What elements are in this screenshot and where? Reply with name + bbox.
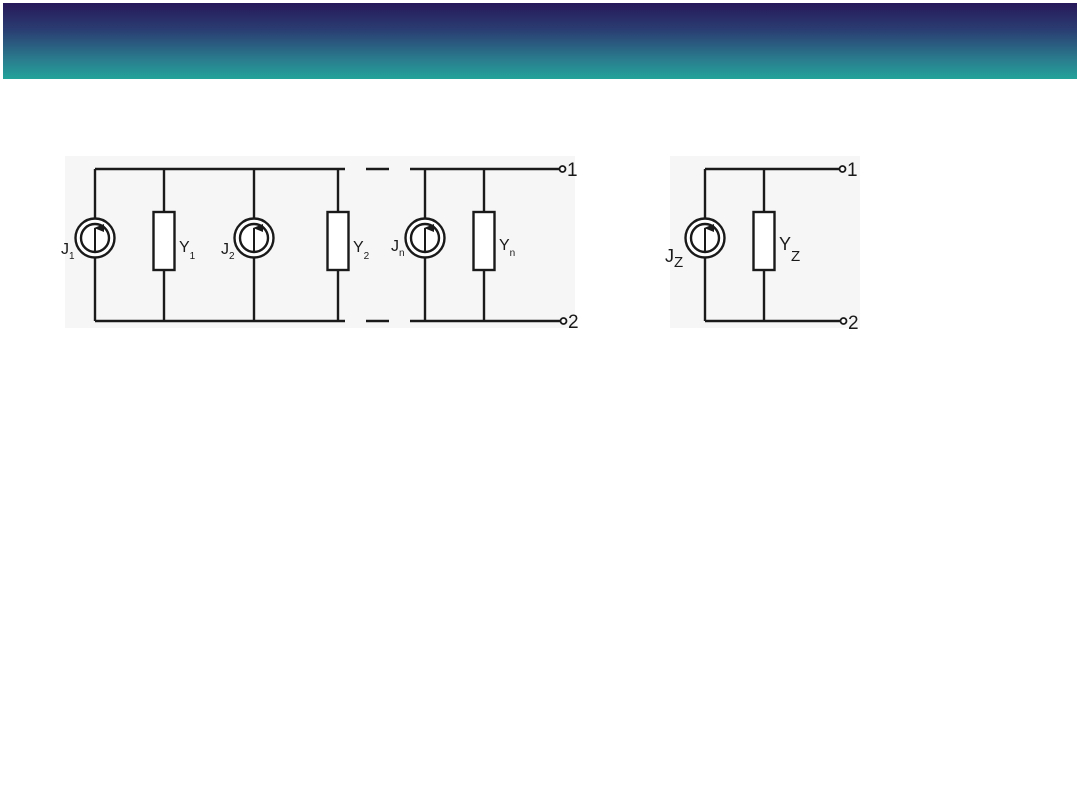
terminal-label-1: 1 xyxy=(847,160,858,181)
terminal-node xyxy=(558,165,567,173)
admittance-label-y2: Y2 xyxy=(353,239,370,262)
terminal-label-2: 2 xyxy=(848,313,859,334)
current-source-jn xyxy=(404,169,446,321)
admittance-label-y1: Y1 xyxy=(179,239,196,262)
terminal-label-1: 1 xyxy=(567,160,578,181)
admittance-label-yn: Yn xyxy=(499,237,515,259)
terminal-node xyxy=(839,317,848,325)
admittance-label-yz: YZ xyxy=(779,234,800,265)
terminal-node xyxy=(838,165,847,173)
admittance-y1 xyxy=(152,169,176,321)
admittance-y2 xyxy=(326,169,350,321)
admittance-yn xyxy=(472,169,496,321)
terminal-node xyxy=(559,317,568,325)
current-source-j1 xyxy=(74,169,116,321)
terminal-label-2: 2 xyxy=(568,312,579,333)
source-label-jz: JZ xyxy=(665,246,683,271)
source-label-j2: J2 xyxy=(221,241,235,262)
current-source-jz xyxy=(684,169,726,321)
left-circuit: J1 Y1 J2 Y2 Jn Yn 1 2 xyxy=(61,160,579,333)
source-label-jn: Jn xyxy=(391,238,405,259)
source-label-j1: J1 xyxy=(61,241,75,262)
right-circuit: JZ YZ 1 2 xyxy=(665,160,859,334)
admittance-yz xyxy=(752,169,776,321)
header-band xyxy=(3,3,1077,79)
current-source-j2 xyxy=(233,169,275,321)
